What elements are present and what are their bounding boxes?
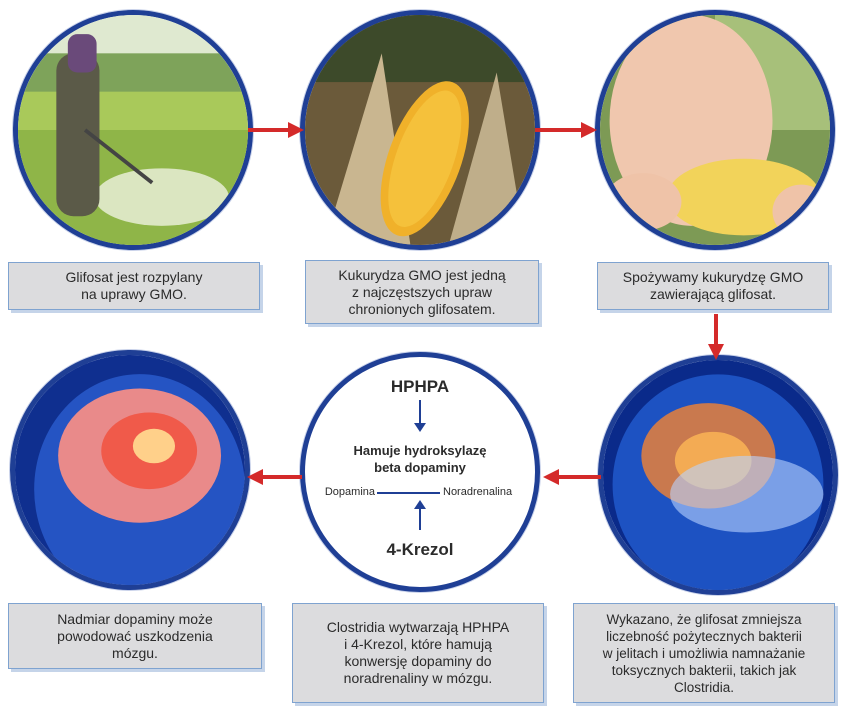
caption-corn: Kukurydza GMO jest jedną z najczęstszych… [305, 260, 539, 324]
farmer-spraying-image [13, 10, 253, 250]
arrow-right-1 [248, 120, 304, 140]
intestine-image [598, 355, 838, 595]
caption-center: Clostridia wytwarzają HPHPA i 4-Krezol, … [292, 603, 544, 703]
arrow-right-2 [535, 120, 597, 140]
caption-spray: Glifosat jest rozpylany na uprawy GMO. [8, 262, 260, 310]
caption-gut: Wykazano, że glifosat zmniejsza liczebno… [573, 603, 835, 703]
arrow-left-2 [247, 467, 302, 487]
arrow-left-1 [543, 467, 601, 487]
caption-brain: Nadmiar dopaminy może powodować uszkodze… [8, 603, 262, 669]
gmo-corn-image [300, 10, 540, 250]
up-arrow-icon [414, 500, 426, 530]
child-eating-corn-image [595, 10, 835, 250]
brain-image [10, 350, 250, 590]
mechanism-arrows [300, 352, 540, 592]
caption-child: Spożywamy kukurydzę GMO zawierającą glif… [597, 262, 829, 310]
down-arrow-icon [414, 400, 426, 432]
arrow-down [706, 314, 726, 360]
